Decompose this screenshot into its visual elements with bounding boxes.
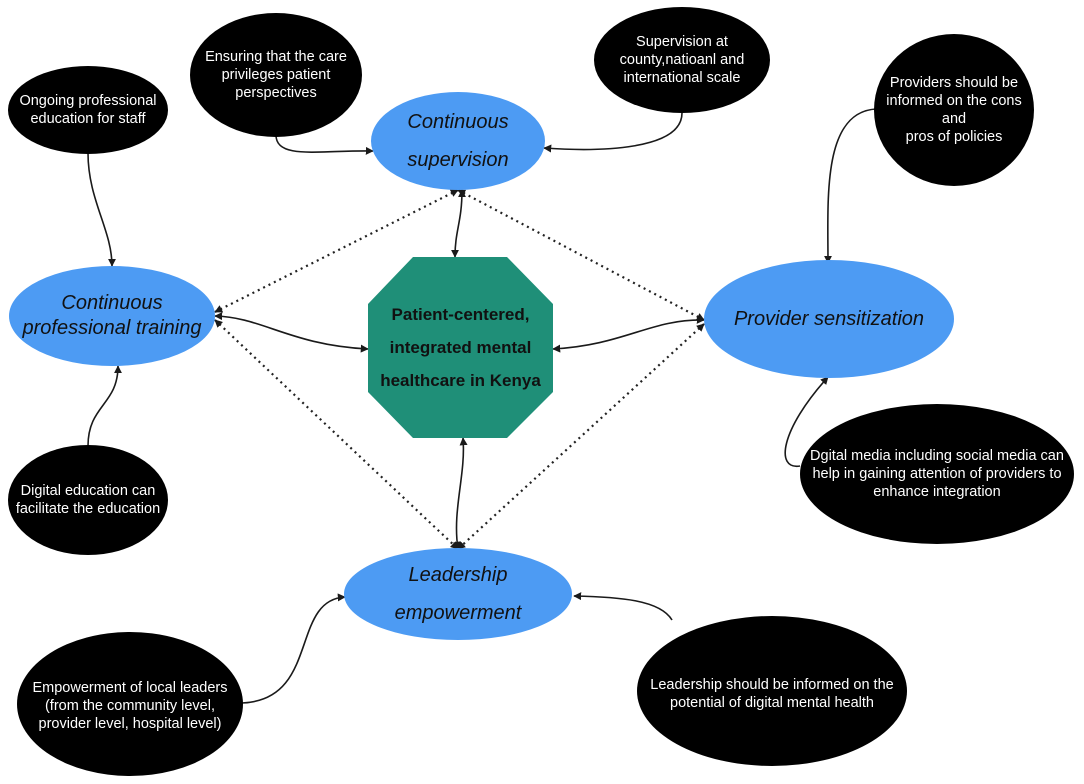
education-line-2: education for staff [30, 111, 146, 127]
education-line-1: Ongoing professional [19, 92, 157, 109]
arrow-leaders-to-leadership [241, 593, 346, 704]
pillar-leadership-shape [344, 548, 572, 640]
arrow-center-supervision [451, 189, 466, 258]
solid-connectors [87, 108, 877, 704]
leadership-digital-line-2: potential of digital mental health [670, 695, 874, 711]
media-line-3: enhance integration [873, 484, 1001, 501]
supervision-line-2: supervision [407, 149, 509, 171]
arrow-education-to-training [87, 152, 116, 267]
note-local-leaders-label: Empowerment of local leaders(from the co… [18, 666, 242, 746]
media-line-1: Dgital media including social media can [810, 447, 1064, 464]
note-supervision-scale [594, 7, 770, 113]
arrow-media-to-sensitization [784, 376, 829, 467]
pillar-sensitization-shape [704, 260, 954, 378]
leaders-line-2: (from the community level, [44, 697, 215, 714]
arrow-center-training [214, 312, 369, 353]
arrow-policies-to-sensitization [823, 108, 877, 264]
pillar-sensitization-label: Provider sensitization [704, 260, 954, 378]
note-leadership-digital-label: Leadership should be informed on the pote… [640, 664, 904, 724]
note-shapes [8, 7, 1074, 776]
arrow-care-to-supervision [275, 134, 374, 155]
dotted-connectors [214, 189, 705, 550]
scale-line-1: Supervision at [636, 33, 728, 50]
care-line-2: privileges patient [221, 66, 331, 83]
note-digital-media [800, 404, 1074, 544]
arrow-digital-to-leadership [573, 592, 673, 621]
leadership-digital-line-1: Leadership should be informed on the [650, 676, 894, 693]
sensitization-line-1: Provider sensitization [733, 308, 925, 330]
pillar-training-label: Continuous professional training [9, 266, 215, 366]
training-line-2: professional training [22, 317, 202, 339]
arrow-scale-to-supervision [543, 112, 683, 153]
note-policies [874, 34, 1034, 186]
arrow-center-sensitization [552, 315, 705, 353]
care-line-1: Ensuring that the care [205, 48, 347, 65]
note-digital-education [8, 445, 168, 555]
note-local-leaders [17, 632, 243, 776]
pillar-supervision-label: Continuous supervision [371, 92, 545, 190]
arrow-digital-ed-to-training [87, 365, 122, 447]
scale-line-3: international scale [623, 70, 741, 87]
supervision-line-1: Continuous [407, 111, 509, 133]
training-line-1: Continuous [61, 292, 163, 314]
leaders-line-1: Empowerment of local leaders [32, 679, 228, 696]
center-octagon [368, 257, 553, 438]
media-line-2: help in gaining attention of providers t… [812, 465, 1062, 482]
leaders-line-3: provider level, hospital level) [38, 716, 222, 733]
arrow-center-leadership [452, 437, 468, 550]
center-label: Patient-centered, integrated mental health… [368, 257, 553, 438]
center-line-2: integrated mental [389, 337, 532, 357]
leadership-line-2: empowerment [394, 602, 522, 624]
note-ongoing-education-label: Ongoing professional education for staff [10, 80, 166, 140]
digital-ed-line-1: Digital education can [20, 482, 156, 499]
pillar-leadership-label: Leadership empowerment [344, 548, 572, 640]
note-leadership-digital [637, 616, 907, 766]
dotted-line-training-leadership [214, 319, 459, 550]
note-care-privileges [190, 13, 362, 137]
dotted-line-sensitization-leadership [457, 323, 705, 550]
policies-line-2: informed on the cons and [886, 92, 1022, 127]
pillar-supervision-shape [371, 92, 545, 190]
dotted-line-supervision-sensitization [457, 189, 705, 321]
policies-line-1: Providers should be [889, 74, 1019, 91]
care-line-3: perspectives [235, 85, 317, 102]
scale-line-2: county,natioanl and [619, 51, 745, 68]
digital-ed-line-2: facilitate the education [15, 501, 161, 517]
pillar-training-shape [9, 266, 215, 366]
note-ongoing-education [8, 66, 168, 154]
center-line-1: Patient-centered, [391, 304, 530, 324]
pillar-shapes [9, 92, 954, 640]
leadership-line-1: Leadership [408, 564, 508, 586]
policies-line-3: pros of policies [905, 129, 1003, 146]
note-digital-education-label: Digital education can facilitate the educ… [10, 470, 166, 530]
center-line-3: healthcare in Kenya [380, 371, 541, 391]
